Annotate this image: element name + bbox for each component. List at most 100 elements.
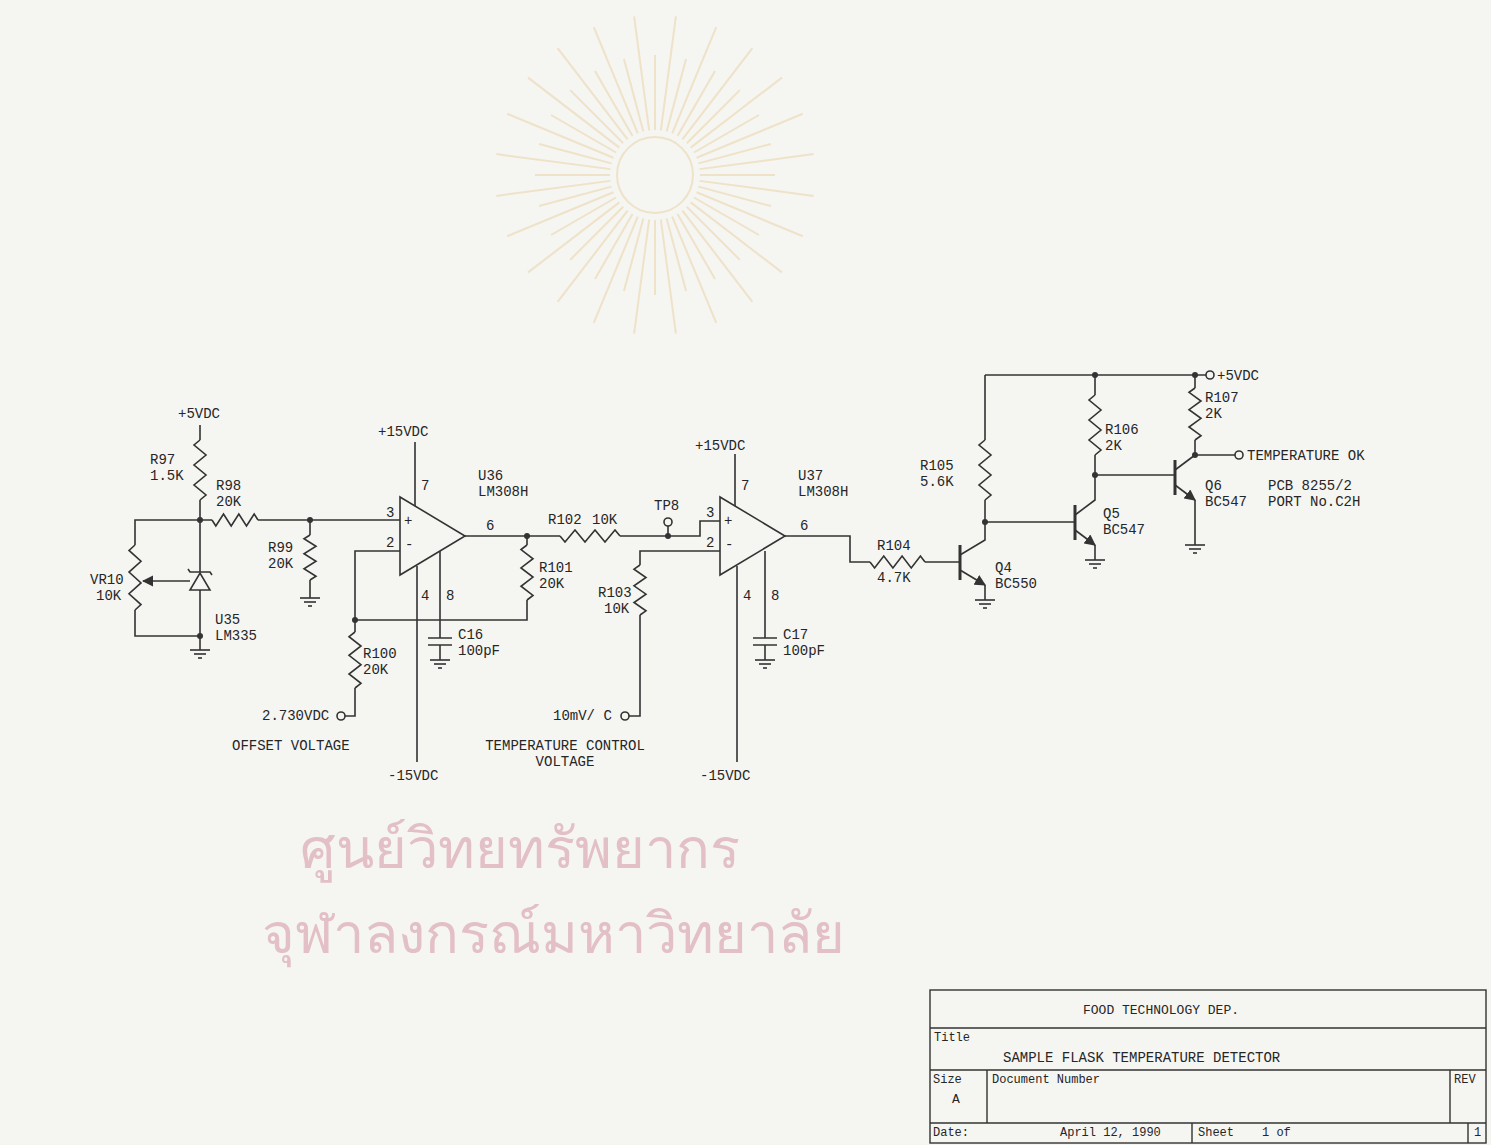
port-name: PCB 8255/2 — [1268, 478, 1352, 494]
part-name: R99 — [268, 540, 293, 556]
pin-number: 3 — [706, 505, 714, 521]
wire — [135, 520, 200, 636]
transistor-symbol — [959, 545, 962, 580]
part-value: BC550 — [995, 576, 1037, 592]
emblem-ray — [558, 48, 628, 139]
part-value: 20K — [539, 576, 564, 592]
part-name: U37 — [798, 468, 823, 484]
emblem-ray — [507, 192, 613, 236]
zener-symbol — [188, 569, 212, 575]
emblem-ray — [678, 214, 716, 279]
title-block — [930, 990, 1486, 1143]
signal-name: TEMPERATURE OK — [1247, 448, 1365, 464]
emblem-ray — [700, 181, 814, 196]
capacitor-symbol — [428, 551, 452, 660]
emblem-ray — [528, 202, 619, 272]
part-name: R97 — [150, 452, 175, 468]
title-block-cell: Document Number — [992, 1073, 1100, 1087]
supply-label: +5VDC — [178, 406, 220, 422]
part-value: 2K — [1205, 406, 1222, 422]
emblem-ray — [634, 220, 649, 334]
ground-symbol — [1185, 545, 1205, 553]
emblem-ray — [694, 115, 759, 153]
resistor-symbol — [560, 530, 620, 542]
ground-symbol — [190, 650, 210, 658]
title-block-cell: REV — [1454, 1073, 1476, 1087]
zener-symbol — [190, 573, 210, 590]
transistor-symbol — [1175, 455, 1195, 470]
watermark: ศูนย์วิทยทรัพยากร — [300, 815, 740, 882]
transistor-symbol — [1175, 485, 1195, 500]
wire — [785, 536, 960, 562]
pin-number: 6 — [800, 518, 808, 534]
part-value: 10K — [592, 512, 617, 528]
resistor-symbol — [1089, 395, 1101, 455]
emblem-ray — [539, 144, 611, 163]
part-name: C16 — [458, 627, 483, 643]
emblem-ray — [672, 217, 716, 323]
emblem-ray — [594, 27, 638, 133]
part-name: Q4 — [995, 560, 1012, 576]
part-value: 100pF — [783, 643, 825, 659]
part-value: LM308H — [478, 484, 528, 500]
emblem-ray — [496, 154, 610, 169]
title-block-cell: Sheet — [1198, 1126, 1234, 1140]
title-block-cell: 1 — [1474, 1126, 1481, 1140]
wire — [309, 520, 311, 598]
emblem-ray — [661, 220, 676, 334]
emblem-ray — [698, 187, 770, 206]
resistor-symbol — [634, 565, 646, 615]
part-value: LM335 — [215, 628, 257, 644]
pin-number: 8 — [446, 588, 454, 604]
emblem-ray — [634, 16, 649, 130]
signal-name: OFFSET VOLTAGE — [232, 738, 350, 754]
title-block-cell: April 12, 1990 — [1060, 1126, 1161, 1140]
title-block-cell: Size — [933, 1073, 962, 1087]
title-block-cell: Title — [934, 1031, 970, 1045]
resistor-symbol — [212, 514, 258, 526]
pin-number: 7 — [741, 478, 749, 494]
title-block-cell: SAMPLE FLASK TEMPERATURE DETECTOR — [1003, 1050, 1280, 1067]
resistor-symbol — [304, 535, 316, 580]
emblem-ray — [667, 59, 686, 131]
part-value: 20K — [363, 662, 388, 678]
emblem-ray — [682, 211, 752, 302]
emblem-ray — [654, 55, 656, 130]
resistor-symbol — [979, 440, 991, 500]
pin-sign: - — [725, 537, 733, 553]
ground-symbol — [755, 660, 775, 668]
supply-label: -15VDC — [700, 768, 750, 784]
pin-number: 4 — [421, 588, 429, 604]
transistor-symbol — [1075, 530, 1095, 545]
wiper-arrow — [143, 580, 190, 582]
part-name: C17 — [783, 627, 808, 643]
pin-number: 4 — [743, 588, 751, 604]
wire — [1194, 500, 1196, 545]
ground-symbol — [430, 660, 450, 668]
potentiometer-symbol — [129, 545, 141, 610]
part-name: Q5 — [1103, 506, 1120, 522]
emblem-ray — [496, 181, 610, 196]
port-name: PORT No.C2H — [1268, 494, 1360, 510]
pin-number: 2 — [706, 535, 714, 551]
ground-symbol — [1085, 560, 1105, 568]
part-value: LM308H — [798, 484, 848, 500]
resistor-symbol — [521, 545, 533, 600]
wire — [200, 519, 400, 521]
terminal — [621, 712, 629, 720]
part-name: R103 — [598, 585, 632, 601]
transistor-symbol — [1074, 505, 1077, 540]
title-block-cell: FOOD TECHNOLOGY DEP. — [1083, 1003, 1239, 1019]
emblem-sun — [617, 137, 693, 213]
wire — [345, 551, 400, 716]
emblem-ray — [661, 16, 676, 130]
pin-number: 2 — [386, 535, 394, 551]
part-name: R104 — [877, 538, 911, 554]
part-value: 10K — [96, 588, 121, 604]
emblem-ray — [700, 174, 775, 176]
emblem-ray — [700, 154, 814, 169]
part-value: 10K — [604, 601, 629, 617]
emblem-ray — [551, 198, 616, 236]
signal-name: 2.730VDC — [262, 708, 329, 724]
signal-name: 10mV/ C — [553, 708, 612, 724]
